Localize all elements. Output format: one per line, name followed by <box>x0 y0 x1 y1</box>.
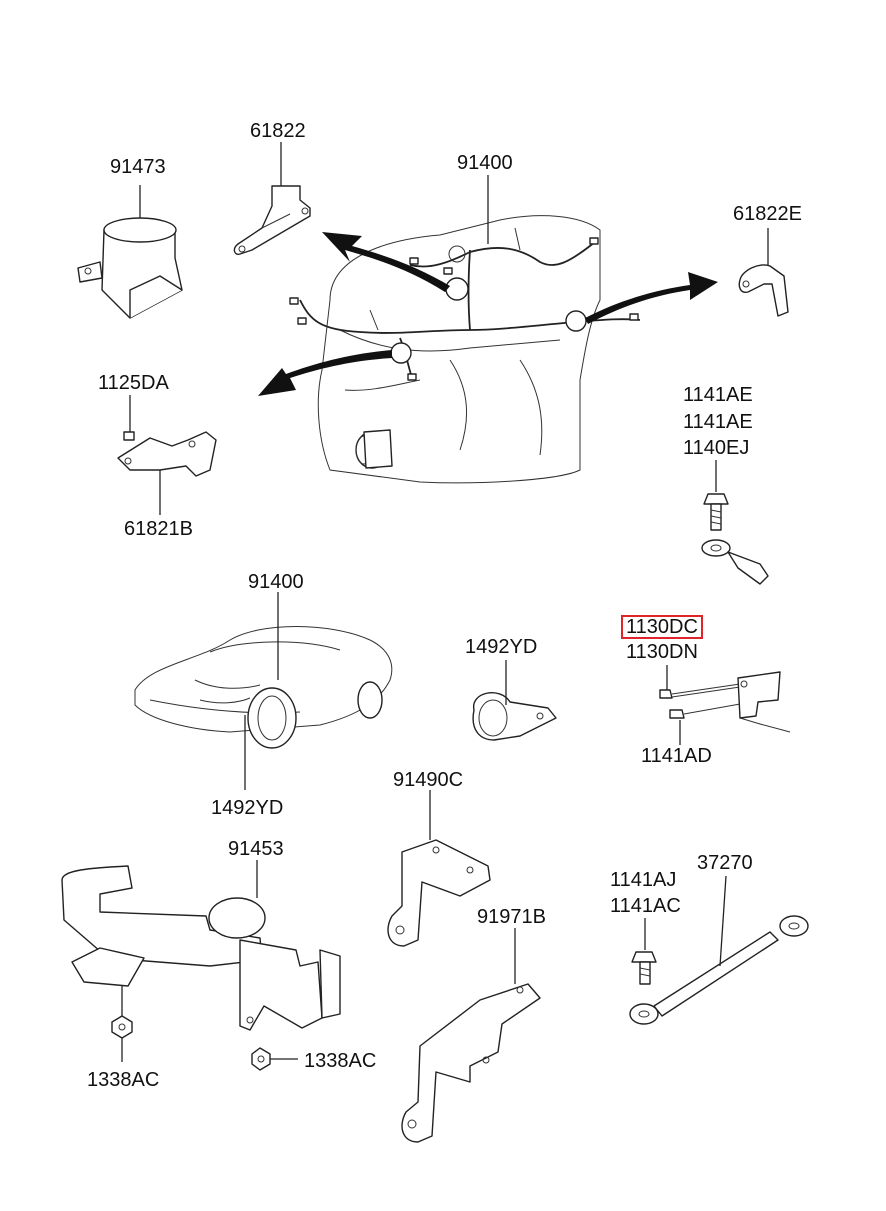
part-label-1492YD-clip: 1492YD <box>465 636 538 658</box>
part-label-1140EJ: 1140EJ <box>683 437 750 459</box>
part-91473-illustration <box>77 185 183 319</box>
part-91490C-illustration <box>387 790 491 947</box>
part-label-1141AC: 1141AC <box>610 895 681 917</box>
part-61822E-illustration <box>738 228 789 317</box>
part-label-61821B: 61821B <box>124 518 193 540</box>
part-label-1338AC-right: 1338AC <box>304 1050 377 1072</box>
part-label-61822: 61822 <box>250 120 306 142</box>
part-label-1141AE-1: 1141AE <box>683 384 753 406</box>
part-label-1141AD: 1141AD <box>641 745 712 767</box>
part-61822-illustration <box>233 142 311 256</box>
part-label-91400-engine: 91400 <box>457 152 513 174</box>
nut-1338AC-right-illustration <box>251 1047 298 1071</box>
part-1130DC-illustration <box>659 665 791 745</box>
part-61821B-illustration <box>117 395 217 515</box>
part-label-91490C: 91490C <box>393 769 464 791</box>
part-label-91971B: 91971B <box>477 906 546 928</box>
part-label-1130DC-highlighted: 1130DC <box>621 615 703 639</box>
part-label-1130DN: 1130DN <box>626 641 698 663</box>
nut-1338AC-left-illustration <box>111 1015 133 1062</box>
part-label-1492YD-car: 1492YD <box>211 797 284 819</box>
part-label-37270: 37270 <box>697 852 753 874</box>
part-label-1141AE-2: 1141AE <box>683 411 753 433</box>
part-label-91453: 91453 <box>228 838 284 860</box>
car-illustration <box>134 592 393 790</box>
part-label-91473: 91473 <box>110 156 166 178</box>
part-37270-illustration <box>629 875 809 1025</box>
part-1140EJ-illustration <box>701 460 769 585</box>
part-label-61822E: 61822E <box>733 203 802 225</box>
part-label-1141AJ: 1141AJ <box>610 869 677 891</box>
part-label-1338AC-left: 1338AC <box>87 1069 160 1091</box>
part-91971B-illustration <box>401 928 541 1143</box>
part-label-91400-car: 91400 <box>248 571 304 593</box>
part-label-1125DA: 1125DA <box>98 372 169 394</box>
part-91453-illustration <box>61 860 341 1031</box>
direction-arrows <box>258 232 718 396</box>
part-1492YD-illustration <box>472 660 557 741</box>
engine-illustration <box>317 215 601 484</box>
